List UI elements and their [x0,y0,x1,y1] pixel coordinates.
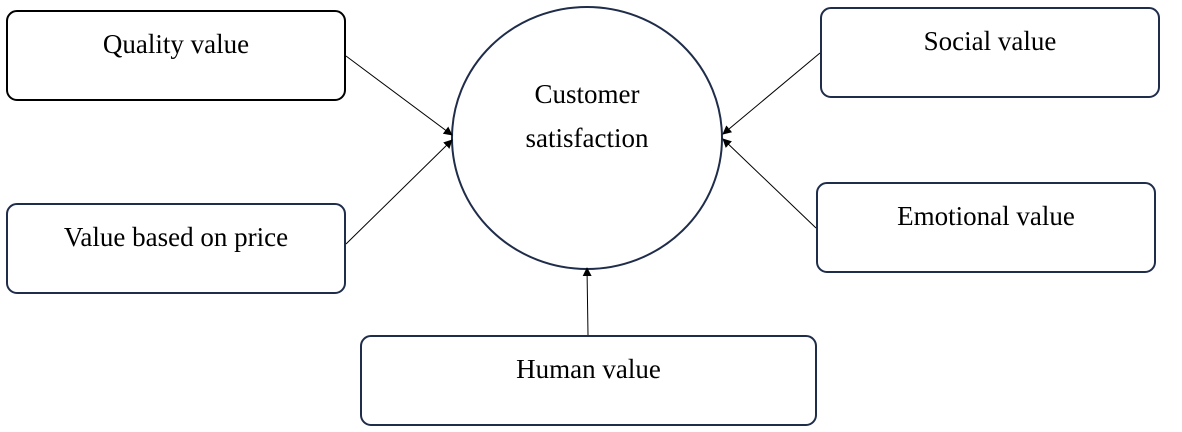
arrow-emotional-to-satisfaction [722,138,817,229]
center-label-line1: Customer [534,79,640,109]
social-value-box: Social value [820,7,1160,98]
arrow-quality-to-satisfaction [345,55,453,136]
quality-value-label: Quality value [102,29,250,59]
human-value-box: Human value [360,335,817,426]
center-label-line2: satisfaction [525,123,649,153]
arrow-price-to-satisfaction [345,139,453,245]
customer-satisfaction-label: Customer satisfaction [452,72,722,160]
emotional-value-box: Emotional value [816,182,1156,273]
arrow-human-to-satisfaction [582,267,592,336]
value-based-on-price-label: Value based on price [63,222,289,252]
quality-value-box: Quality value [6,10,346,101]
arrow-social-to-satisfaction [722,52,821,135]
emotional-value-label: Emotional value [897,201,1075,231]
human-value-label: Human value [516,354,661,384]
value-based-on-price-box: Value based on price [6,203,346,294]
social-value-label: Social value [923,26,1057,56]
